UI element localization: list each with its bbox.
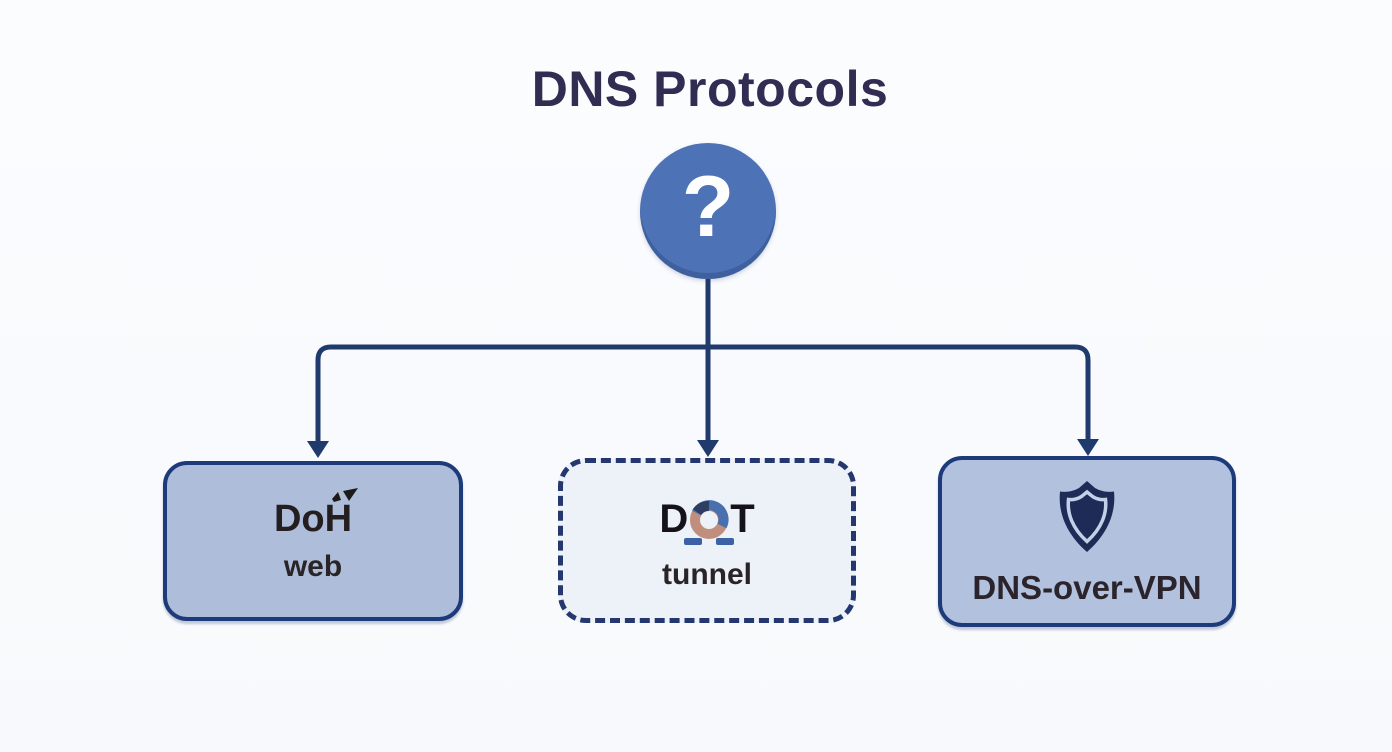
node-dns-over-vpn: DNS-over-VPN [938,456,1236,627]
doh-sublabel: web [283,550,343,583]
doh-label: DoH [273,498,353,540]
dot-sublabel: tunnel [662,557,752,591]
node-doh: DoH web [163,461,463,621]
arrowhead-right [1077,439,1099,456]
question-mark-icon: ? [640,143,776,279]
diagram-title: DNS Protocols [531,61,889,117]
arrowhead-left [307,441,329,458]
doh-accent-mark-icon [332,488,359,502]
dot-label-d: D [659,496,689,541]
arrowhead-middle [697,440,719,457]
node-dot: D T tunnel [558,458,856,623]
dns-over-vpn-label: DNS-over-VPN [972,569,1202,606]
dot-label-t: T [730,496,755,541]
dot-label: D T [659,492,755,546]
tunnel-ring-icon [684,499,735,545]
question-mark-symbol: ? [681,159,735,255]
shield-icon [1059,481,1115,552]
